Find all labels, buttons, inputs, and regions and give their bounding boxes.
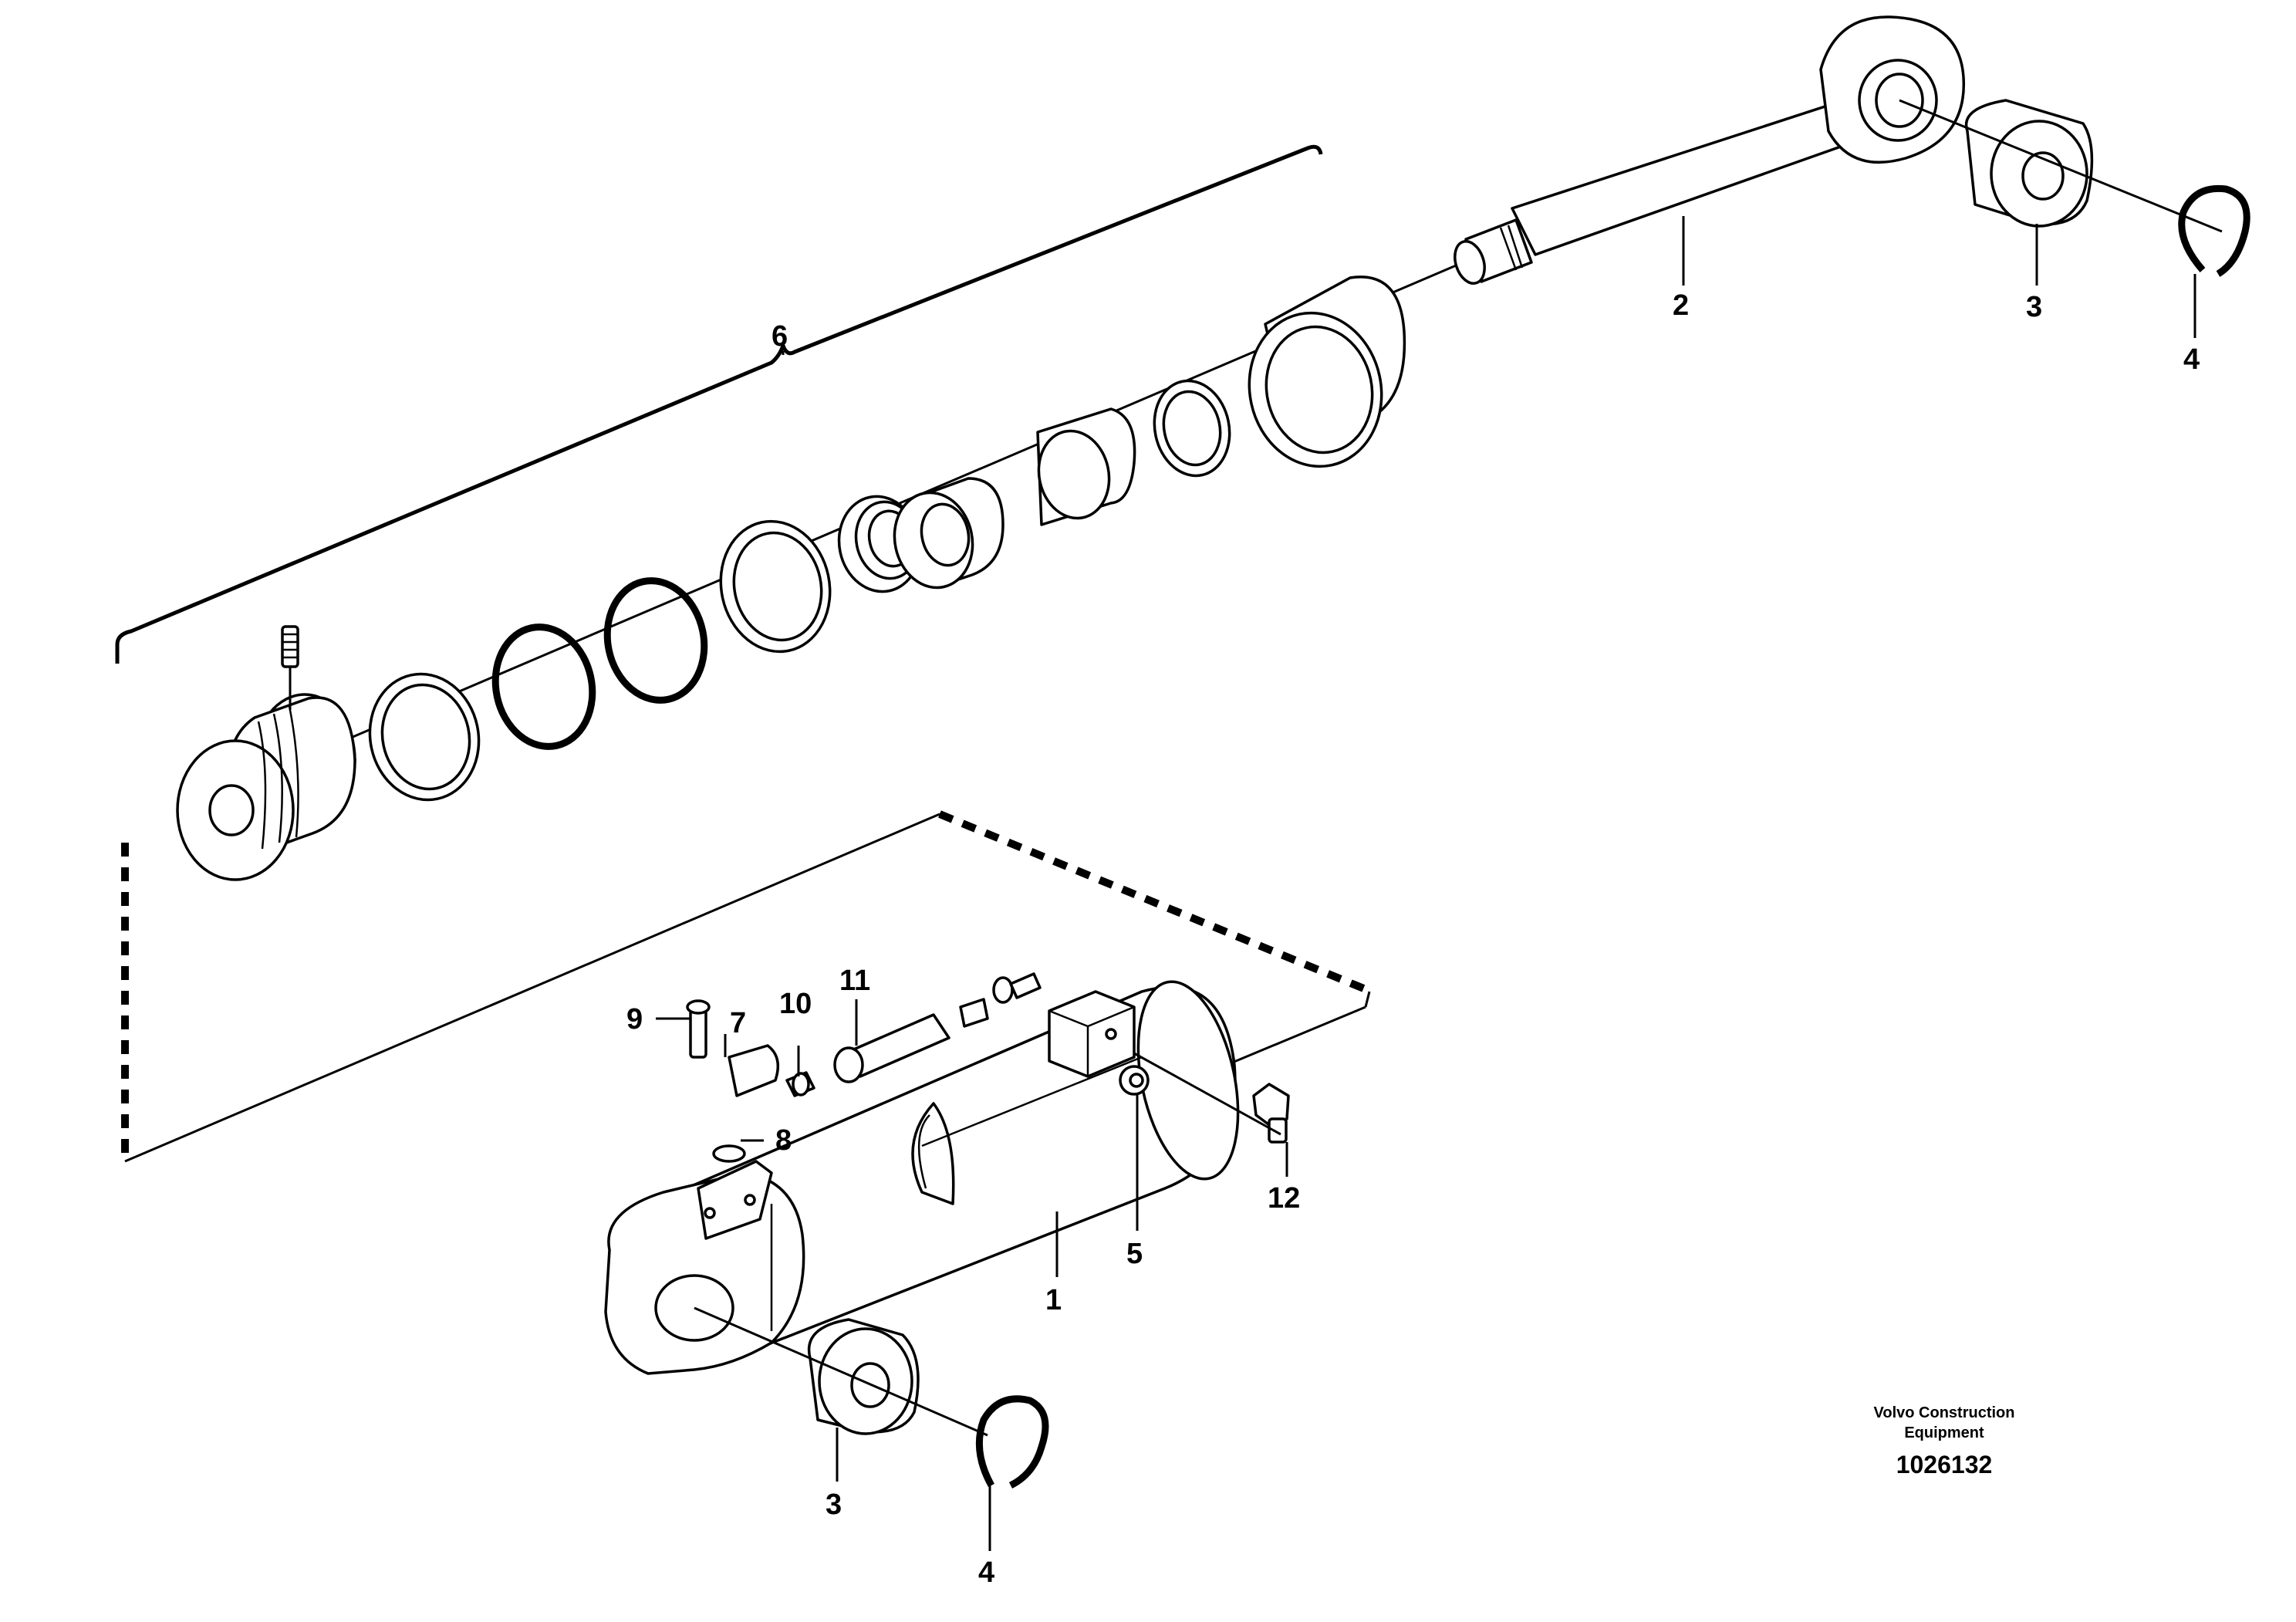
callout-7: 7 bbox=[730, 1007, 746, 1039]
dashed-assembly-link bbox=[121, 810, 1371, 1163]
brand-line-1: Volvo Construction bbox=[1873, 1404, 2015, 1421]
callout-3-top: 3 bbox=[2026, 291, 2042, 323]
guide-ring bbox=[719, 519, 832, 654]
bushing bbox=[1036, 407, 1136, 526]
piston bbox=[176, 693, 356, 881]
piston-rod bbox=[1454, 15, 1966, 285]
back-up-ring bbox=[1153, 379, 1231, 478]
brand-line-2: Equipment bbox=[1904, 1424, 1984, 1441]
lower-leader-lines bbox=[656, 999, 1288, 1551]
o-ring-small bbox=[712, 1144, 746, 1163]
brand-block: Volvo Construction Equipment 1026132 bbox=[1836, 1403, 2052, 1482]
spherical-bearing-bottom bbox=[807, 1318, 920, 1435]
callout-5: 5 bbox=[1126, 1238, 1143, 1270]
callout-3-bottom: 3 bbox=[826, 1489, 842, 1521]
callout-1: 1 bbox=[1045, 1284, 1062, 1316]
bleed-plug bbox=[1119, 1065, 1150, 1096]
callout-4-bottom: 4 bbox=[978, 1556, 994, 1589]
callout-11: 11 bbox=[839, 965, 870, 997]
spherical-bearing-top bbox=[1964, 99, 2094, 228]
callout-9: 9 bbox=[626, 1003, 643, 1036]
callout-6: 6 bbox=[772, 320, 788, 353]
adapter bbox=[785, 1071, 815, 1097]
callout-10: 10 bbox=[779, 988, 812, 1020]
upper-leader-lines bbox=[1682, 99, 2223, 338]
cylinder-base-clevis bbox=[604, 1171, 805, 1375]
set-screw bbox=[281, 625, 299, 710]
seal-kit-bracket bbox=[115, 144, 1323, 664]
piston-seal-ring bbox=[368, 672, 481, 802]
wiper-ring bbox=[893, 477, 1004, 590]
o-ring-2 bbox=[603, 577, 708, 704]
pipe bbox=[833, 972, 1042, 1083]
circlip-bottom bbox=[975, 1395, 1049, 1489]
valve-block bbox=[1048, 990, 1136, 1078]
flange-elbow bbox=[697, 1044, 780, 1240]
callout-4-top: 4 bbox=[2183, 343, 2200, 376]
o-ring-1 bbox=[491, 623, 596, 750]
circlip-top bbox=[2178, 184, 2250, 277]
callout-12: 12 bbox=[1268, 1182, 1300, 1215]
screw bbox=[686, 999, 711, 1059]
hose-fitting bbox=[1252, 1083, 1290, 1144]
drawing-number: 1026132 bbox=[1896, 1451, 1993, 1478]
cylinder-head bbox=[1248, 275, 1406, 468]
callout-8: 8 bbox=[775, 1124, 792, 1157]
callout-2: 2 bbox=[1673, 289, 1689, 322]
